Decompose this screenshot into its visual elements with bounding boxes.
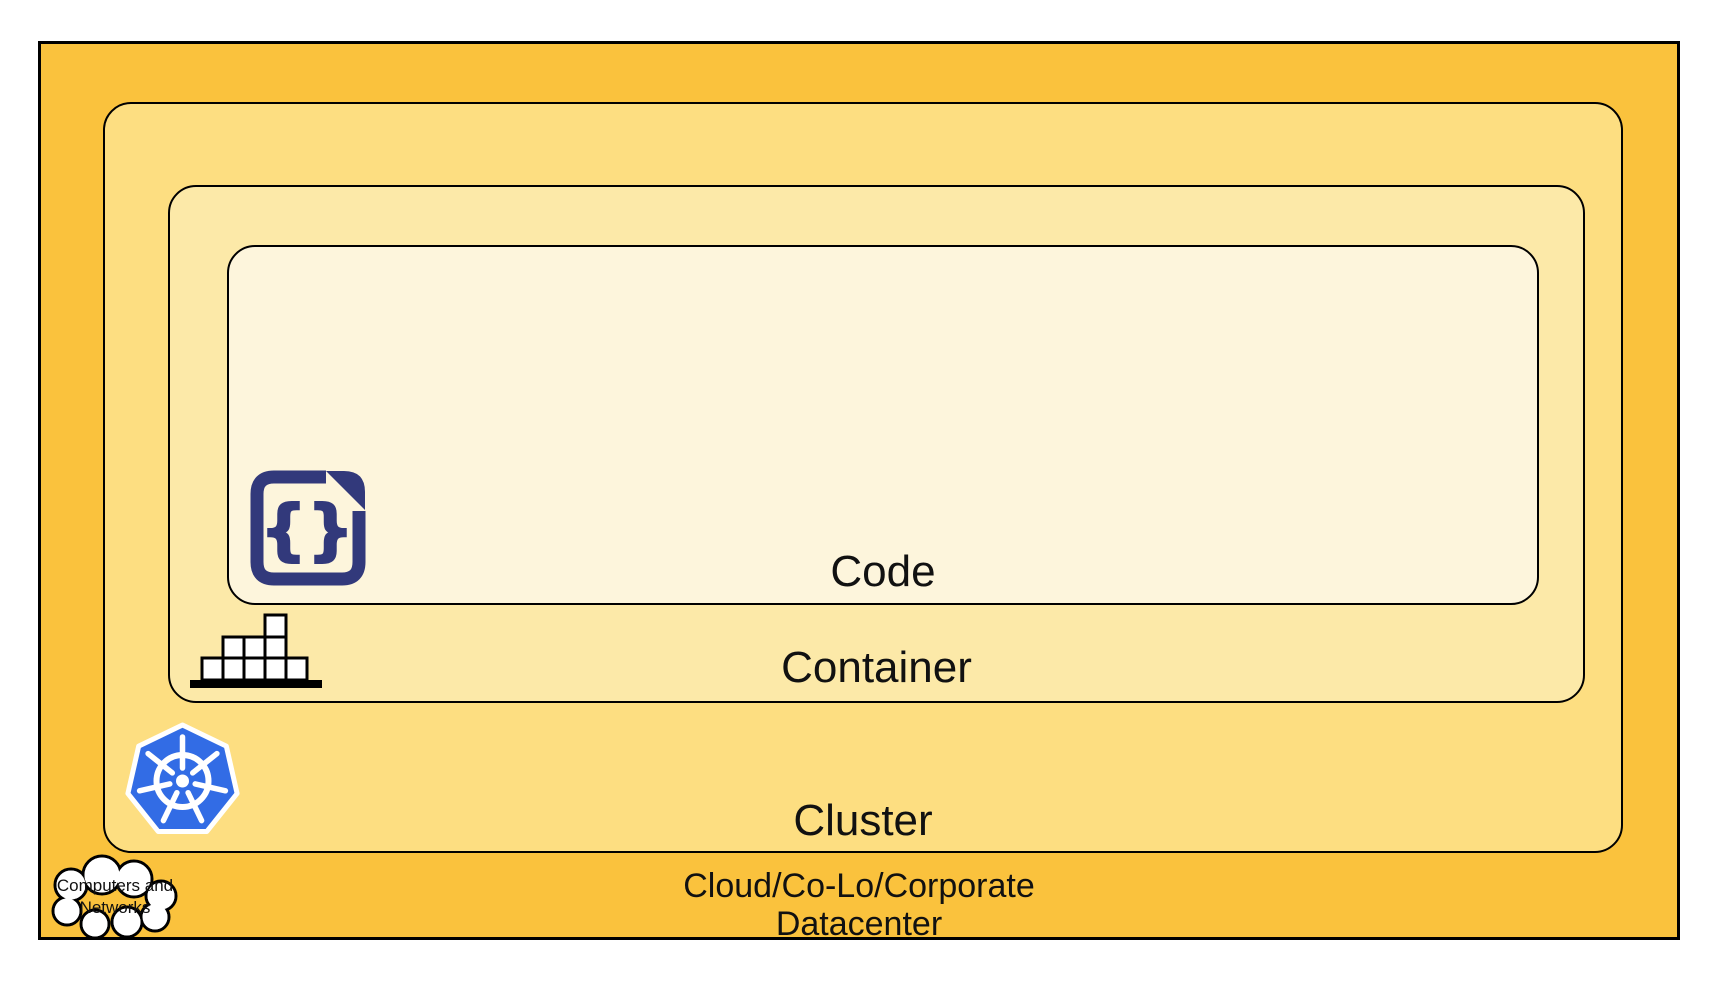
- cloud-datacenter-layer: {} Code: [38, 41, 1680, 943]
- container-label: Container: [781, 643, 972, 692]
- block: [263, 613, 288, 639]
- cluster-layer: {} Code: [103, 102, 1623, 853]
- code-label: Code: [830, 547, 936, 596]
- cloud-bubble-line1: Computers and: [57, 876, 173, 895]
- cloud-datacenter-label-line2: Datacenter: [775, 905, 943, 943]
- folded-corner: [326, 471, 365, 510]
- helm-hub: [176, 774, 189, 788]
- code-file-icon: {}: [250, 470, 366, 586]
- helm-wheel: [136, 734, 229, 824]
- container-blocks-icon: [190, 613, 322, 688]
- code-layer: {} Code: [227, 245, 1539, 605]
- container-layer: {} Code: [168, 185, 1585, 703]
- computers-networks-cloud-icon: Computers and Networks: [51, 854, 178, 940]
- cluster-label: Cluster: [793, 796, 933, 845]
- document-outline: [250, 470, 366, 586]
- kubernetes-icon: [125, 722, 240, 834]
- cloud-datacenter-label-line1: Cloud/Co-Lo/Corporate: [683, 867, 1035, 905]
- pallet-base: [190, 680, 322, 688]
- cloud-bubble-line2: Networks: [80, 898, 151, 917]
- cloud-datacenter-label: Cloud/Co-Lo/Corporate Datacenter: [41, 867, 1677, 943]
- braces-glyph: {}: [260, 491, 354, 568]
